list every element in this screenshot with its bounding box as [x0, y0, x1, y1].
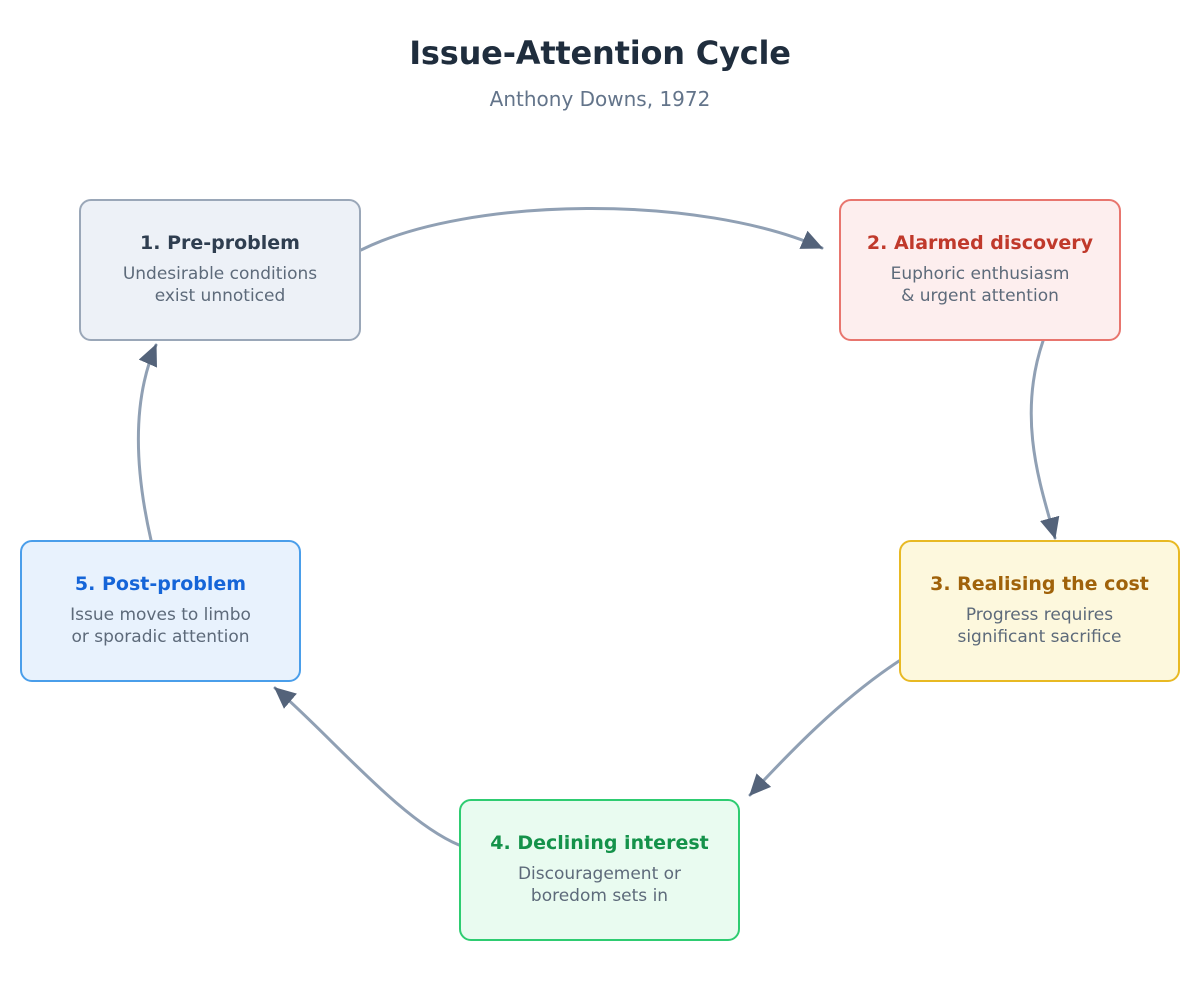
node-description: Undesirable conditions exist unnoticed	[122, 263, 318, 306]
node-description: Euphoric enthusiasm & urgent attention	[890, 263, 1070, 306]
edge-declining-interest-to-post-problem	[273, 686, 461, 847]
node-alarmed-discovery[interactable]: 2. Alarmed discovery Euphoric enthusiasm…	[839, 199, 1121, 341]
edge-post-problem-to-pre-problem	[137, 343, 158, 542]
node-title: 2. Alarmed discovery	[866, 231, 1094, 254]
node-title: 5. Post-problem	[74, 572, 247, 595]
node-title: 3. Realising the cost	[930, 572, 1149, 595]
edge-alarmed-discovery-to-realising-the-cost	[1029, 339, 1060, 540]
node-title: 1. Pre-problem	[140, 231, 300, 254]
edge-pre-problem-to-alarmed-discovery	[359, 207, 824, 252]
node-description: Issue moves to limbo or sporadic attenti…	[70, 604, 251, 647]
node-title: 4. Declining interest	[490, 831, 709, 854]
edge-realising-the-cost-to-declining-interest	[748, 659, 901, 797]
node-description: Progress requires significant sacrifice	[957, 604, 1122, 647]
page-title: Issue-Attention Cycle	[409, 34, 791, 72]
node-pre-problem[interactable]: 1. Pre-problem Undesirable conditions ex…	[79, 199, 361, 341]
node-realising-the-cost[interactable]: 3. Realising the cost Progress requires …	[899, 540, 1180, 682]
node-declining-interest[interactable]: 4. Declining interest Discouragement or …	[459, 799, 740, 941]
node-description: Discouragement or boredom sets in	[517, 863, 682, 906]
page-subtitle: Anthony Downs, 1972	[489, 87, 711, 111]
node-post-problem[interactable]: 5. Post-problem Issue moves to limbo or …	[20, 540, 301, 682]
